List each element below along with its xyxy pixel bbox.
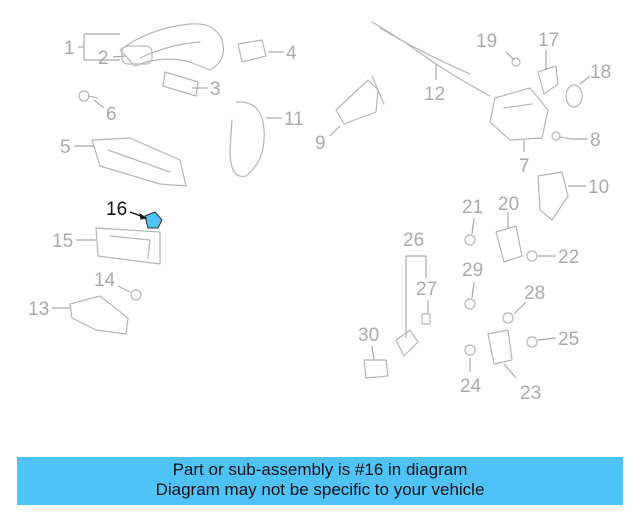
callout-6: 6 [106, 104, 117, 125]
part-block-30 [363, 359, 389, 379]
callout-24: 24 [460, 376, 482, 397]
leader-lines [52, 33, 591, 379]
banner-line-2: Diagram may not be specific to your vehi… [155, 480, 485, 499]
callout-4: 4 [286, 43, 297, 64]
part-bolt-28 [502, 312, 514, 324]
part-cable-11 [229, 101, 265, 178]
part-bolt-25 [526, 336, 538, 348]
callout-28: 28 [524, 283, 545, 304]
callout-20: 20 [498, 194, 519, 215]
info-banner: Part or sub-assembly is #16 in diagram D… [17, 457, 623, 505]
part-clip-27 [421, 313, 431, 325]
callout-14: 14 [94, 270, 116, 291]
callout-19: 19 [476, 31, 497, 52]
part-screw-19 [511, 57, 521, 67]
part-inside-handle [335, 75, 385, 125]
part-handle-bracket [162, 71, 199, 97]
callout-17: 17 [538, 30, 559, 51]
callout-21: 21 [462, 197, 483, 218]
part-bracket-10 [537, 171, 569, 221]
part-outside-handle [119, 23, 225, 71]
part-lock-assembly [489, 87, 549, 141]
part-bezel [69, 295, 129, 335]
part-cap-18 [565, 84, 583, 108]
part-handle-pad [121, 45, 153, 65]
callout-30: 30 [358, 325, 379, 346]
part-screw-6 [78, 90, 99, 102]
banner-line-1: Part or sub-assembly is #16 in diagram [172, 460, 468, 479]
callout-23: 23 [520, 383, 541, 404]
callout-3: 3 [210, 79, 221, 100]
callout-1: 1 [64, 38, 75, 59]
callout-16: 16 [106, 199, 127, 220]
callout-12: 12 [424, 84, 445, 105]
callout-2: 2 [98, 48, 109, 69]
callout-26: 26 [403, 230, 424, 251]
callout-10: 10 [588, 177, 609, 198]
callout-27: 27 [416, 279, 437, 300]
callout-15: 15 [52, 231, 73, 252]
callout-25: 25 [558, 329, 579, 350]
part-bolt-29 [464, 298, 476, 310]
callout-22: 22 [558, 247, 579, 268]
part-bolt-21 [464, 234, 476, 246]
part-bolt-24 [464, 344, 476, 356]
part-cable-12 [371, 21, 491, 97]
callout-29: 29 [462, 260, 483, 281]
part-bolt-8 [551, 131, 573, 141]
callout-labels: 1 2 3 4 5 6 7 8 9 10 11 12 13 14 15 16 1… [28, 30, 611, 404]
part-clip-14 [130, 289, 142, 301]
callout-9: 9 [315, 133, 326, 154]
callout-5: 5 [60, 137, 71, 158]
callout-8: 8 [590, 130, 601, 151]
part-frame [91, 137, 187, 187]
callout-7: 7 [519, 156, 530, 177]
part-plate-17 [537, 65, 559, 95]
part-handle-housing [95, 227, 161, 265]
callout-13: 13 [28, 299, 49, 320]
part-bracket-20 [495, 225, 523, 263]
callout-18: 18 [590, 62, 611, 83]
part-rod-26 [395, 329, 419, 357]
part-bracket-23 [487, 329, 513, 365]
part-cap [237, 39, 267, 63]
callout-11: 11 [284, 109, 304, 130]
part-16-highlighted [144, 211, 163, 229]
parts-diagram: 1 2 3 4 5 6 7 8 9 10 11 12 13 14 15 16 1… [28, 21, 611, 404]
part-bolt-22 [526, 250, 538, 262]
